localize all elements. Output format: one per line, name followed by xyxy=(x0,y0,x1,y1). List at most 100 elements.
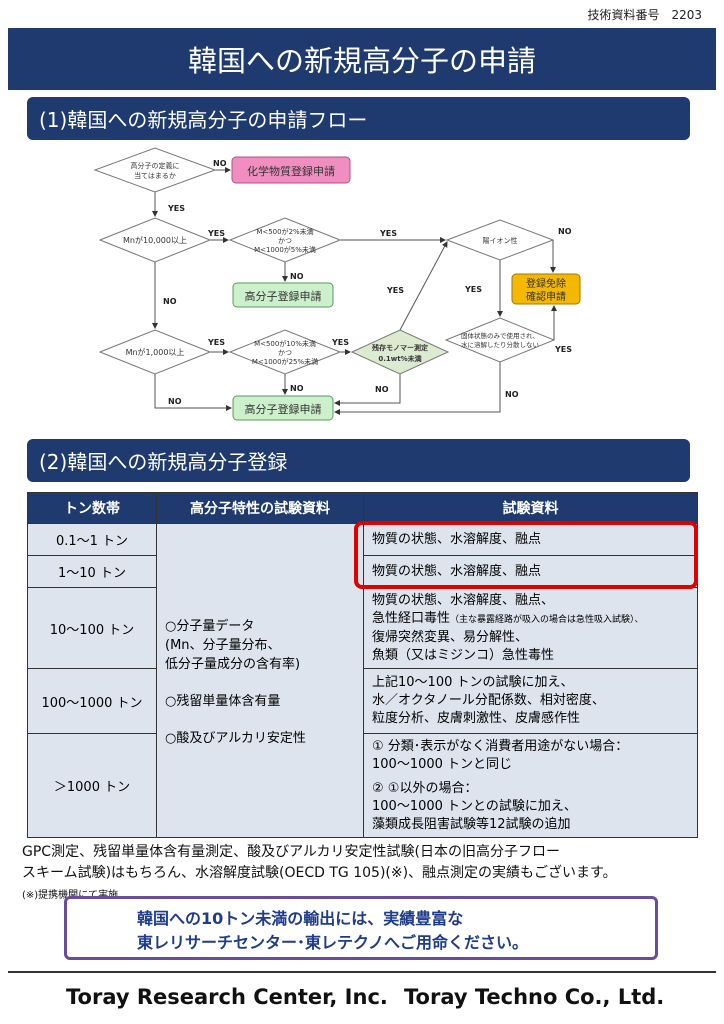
test-data-table: トン数帯 高分子特性の試験資料 試験資料 0.1～1 トン ○分子量データ (M… xyxy=(27,492,698,838)
polymer-test-item: (Mn、分子量分布、 xyxy=(165,638,281,653)
test-line: 急性経口毒性 xyxy=(372,610,451,626)
label-yes: YES xyxy=(207,338,225,347)
label-no: NO xyxy=(290,384,304,393)
decision-residual-monomer xyxy=(350,329,450,375)
test-line: 水／オクタノール分配係数、相対密度、 xyxy=(372,693,605,708)
flow-text: かつ xyxy=(278,237,292,245)
flow-text: 当てはまるか xyxy=(134,171,176,180)
flow-text: Mnが10,000以上 xyxy=(123,235,187,245)
label-yes: YES xyxy=(386,286,404,295)
chemical-registration-box xyxy=(231,156,351,184)
table-row: 0.1～1 トン ○分子量データ (Mn、分子量分布、 低分子量成分の含有率) … xyxy=(27,523,698,838)
polymer-test-item: 低分子量成分の含有率) xyxy=(165,657,301,672)
polymer-registration-box-1 xyxy=(232,282,334,308)
flow-text: 陽イオン性 xyxy=(483,236,518,245)
tests-cell: 上記10～100 トンの試験に加え、 水／オクタノール分配係数、相対密度、 粒度… xyxy=(363,668,698,734)
decision-low-mw-25pct xyxy=(228,329,342,375)
test-line: ① 分類･表示がなく消費者用途がない場合： xyxy=(372,738,629,754)
test-line: 上記10～100 トンの試験に加え、 xyxy=(372,675,574,690)
polymer-registration-box-2 xyxy=(232,395,334,421)
test-line: 粒度分析、皮膚刺激性、皮膚感作性 xyxy=(372,711,581,726)
test-line: 物質の状態、水溶解度、融点、 xyxy=(372,592,555,608)
polymer-test-item: ○分子量データ xyxy=(165,619,255,634)
tests-cell: ① 分類･表示がなく消費者用途がない場合： 100～1000 トンと同じ ② ①… xyxy=(363,733,698,838)
section-heading-flow: (1)韓国への新規高分子の申請フロー xyxy=(27,97,690,140)
flow-text: 残存モノマー測定 xyxy=(372,343,428,352)
label-yes: YES xyxy=(554,345,572,354)
callout-box: 韓国への10トン未満の輸出には、実績豊富な 東レリサーチセンター･東レテクノへご… xyxy=(64,896,658,960)
application-flowchart: 高分子の定義に 当てはまるか Mnが10,000以上 M<500が2%未満 かつ… xyxy=(93,147,581,421)
table-row: ＞1000 トン ① 分類･表示がなく消費者用途がない場合： 100～1000 … xyxy=(27,733,698,838)
callout-line: 韓国への10トン未満の輸出には、実績豊富な xyxy=(137,909,464,928)
decision-cationic xyxy=(445,219,555,261)
section-heading-registration: (2)韓国への新規高分子登録 xyxy=(27,439,690,482)
flow-text: 確認申請 xyxy=(526,290,566,303)
polymer-tests-cell: ○分子量データ (Mn、分子量分布、 低分子量成分の含有率) ○残留単量体含有量… xyxy=(156,523,364,838)
flow-text: かつ xyxy=(278,349,292,357)
tonnage-cell: ＞1000 トン xyxy=(27,733,157,838)
table-row: 10～100 トン 物質の状態、水溶解度、融点、 急性経口毒性（主な暴露経路が吸… xyxy=(27,587,698,669)
test-line: 100～1000 トンと同じ xyxy=(372,756,513,772)
test-note: （主な暴露経路が吸入の場合は急性吸入試験）、 xyxy=(450,614,644,625)
label-yes: YES xyxy=(464,285,482,294)
label-no: NO xyxy=(375,385,389,394)
callout-line: 東レリサーチセンター･東レテクノへご用命ください。 xyxy=(137,933,529,952)
label-yes: YES xyxy=(207,229,225,238)
header-polymer-tests: 高分子特性の試験資料 xyxy=(156,492,364,524)
tests-cell: 物質の状態、水溶解度、融点、 急性経口毒性（主な暴露経路が吸入の場合は急性吸入試… xyxy=(363,587,698,669)
label-no: NO xyxy=(163,297,177,306)
label-yes: YES xyxy=(379,229,397,238)
logo-toray-research-center: Toray Research Center, Inc. xyxy=(66,985,388,1009)
footnote: (※)提携機関にて実施 xyxy=(22,890,119,901)
tonnage-cell: 10～100 トン xyxy=(27,587,157,669)
decision-mn-1000 xyxy=(98,329,212,375)
tests-cell: 物質の状態、水溶解度、融点 xyxy=(363,523,698,556)
flow-text: M<1000が5%未満 xyxy=(254,245,316,254)
page-title: 韓国への新規高分子の申請 xyxy=(8,28,716,90)
divider xyxy=(8,971,716,973)
exemption-box xyxy=(511,273,581,305)
polymer-test-item: ○酸及びアルカリ安定性 xyxy=(165,731,306,746)
document-number: 技術資料番号 2203 xyxy=(587,8,702,22)
header-tonnage: トン数帯 xyxy=(27,492,157,524)
label-no: NO xyxy=(290,272,304,281)
tonnage-cell: 100～1000 トン xyxy=(27,668,157,734)
flow-text: M<1000が25%未満 xyxy=(252,357,318,366)
polymer-test-item: ○残留単量体含有量 xyxy=(165,694,281,709)
flow-text: 登録免除 xyxy=(526,277,566,290)
test-line: ② ①以外の場合： xyxy=(372,780,478,796)
flow-text: 水に溶解したり分散しない xyxy=(461,340,539,349)
flow-text: 高分子の定義に xyxy=(131,161,180,170)
logo-toray-techno: Toray Techno Co., Ltd. xyxy=(404,985,665,1009)
flow-text: 化学物質登録申請 xyxy=(247,164,335,178)
tonnage-cell: 1～10 トン xyxy=(27,555,157,588)
flow-text: M<500が2%未満 xyxy=(256,227,313,236)
flow-text: 固体状態のみで使用され、 xyxy=(461,331,539,340)
label-yes: YES xyxy=(167,204,185,213)
decision-low-mw-5pct xyxy=(228,217,342,263)
label-no: NO xyxy=(213,159,227,168)
test-line: 100～1000 トンとの試験に加え、 xyxy=(372,798,577,814)
tests-cell: 物質の状態、水溶解度、融点 xyxy=(363,555,698,588)
decision-polymer-definition xyxy=(93,147,217,193)
label-yes: YES xyxy=(331,338,349,347)
flow-text: 高分子登録申請 xyxy=(245,289,322,303)
highlight-box xyxy=(354,521,698,589)
test-line: 復帰突然変異、易分解性、 xyxy=(372,629,529,645)
header-tests: 試験資料 xyxy=(363,492,698,524)
decision-solid-state xyxy=(444,317,556,363)
flow-text: 0.1wt%未満 xyxy=(378,354,421,363)
test-line: 魚類（又はミジンコ）急性毒性 xyxy=(372,647,555,663)
flow-text: 高分子登録申請 xyxy=(245,402,322,416)
label-no: NO xyxy=(558,227,572,236)
label-no: NO xyxy=(505,390,519,399)
table-row: 100～1000 トン 上記10～100 トンの試験に加え、 水／オクタノール分… xyxy=(27,668,698,734)
results-note: GPC測定、残留単量体含有量測定、酸及びアルカリ安定性試験(日本の旧高分子フロー… xyxy=(22,842,722,884)
flow-text: Mnが1,000以上 xyxy=(126,347,185,357)
test-line: 藻類成長阻害試験等12試験の追加 xyxy=(372,816,571,832)
label-no: NO xyxy=(168,397,182,406)
decision-mn-10000 xyxy=(98,217,212,263)
tonnage-cell: 0.1～1 トン xyxy=(27,523,157,556)
table-row: 1～10 トン 物質の状態、水溶解度、融点 xyxy=(27,555,698,588)
